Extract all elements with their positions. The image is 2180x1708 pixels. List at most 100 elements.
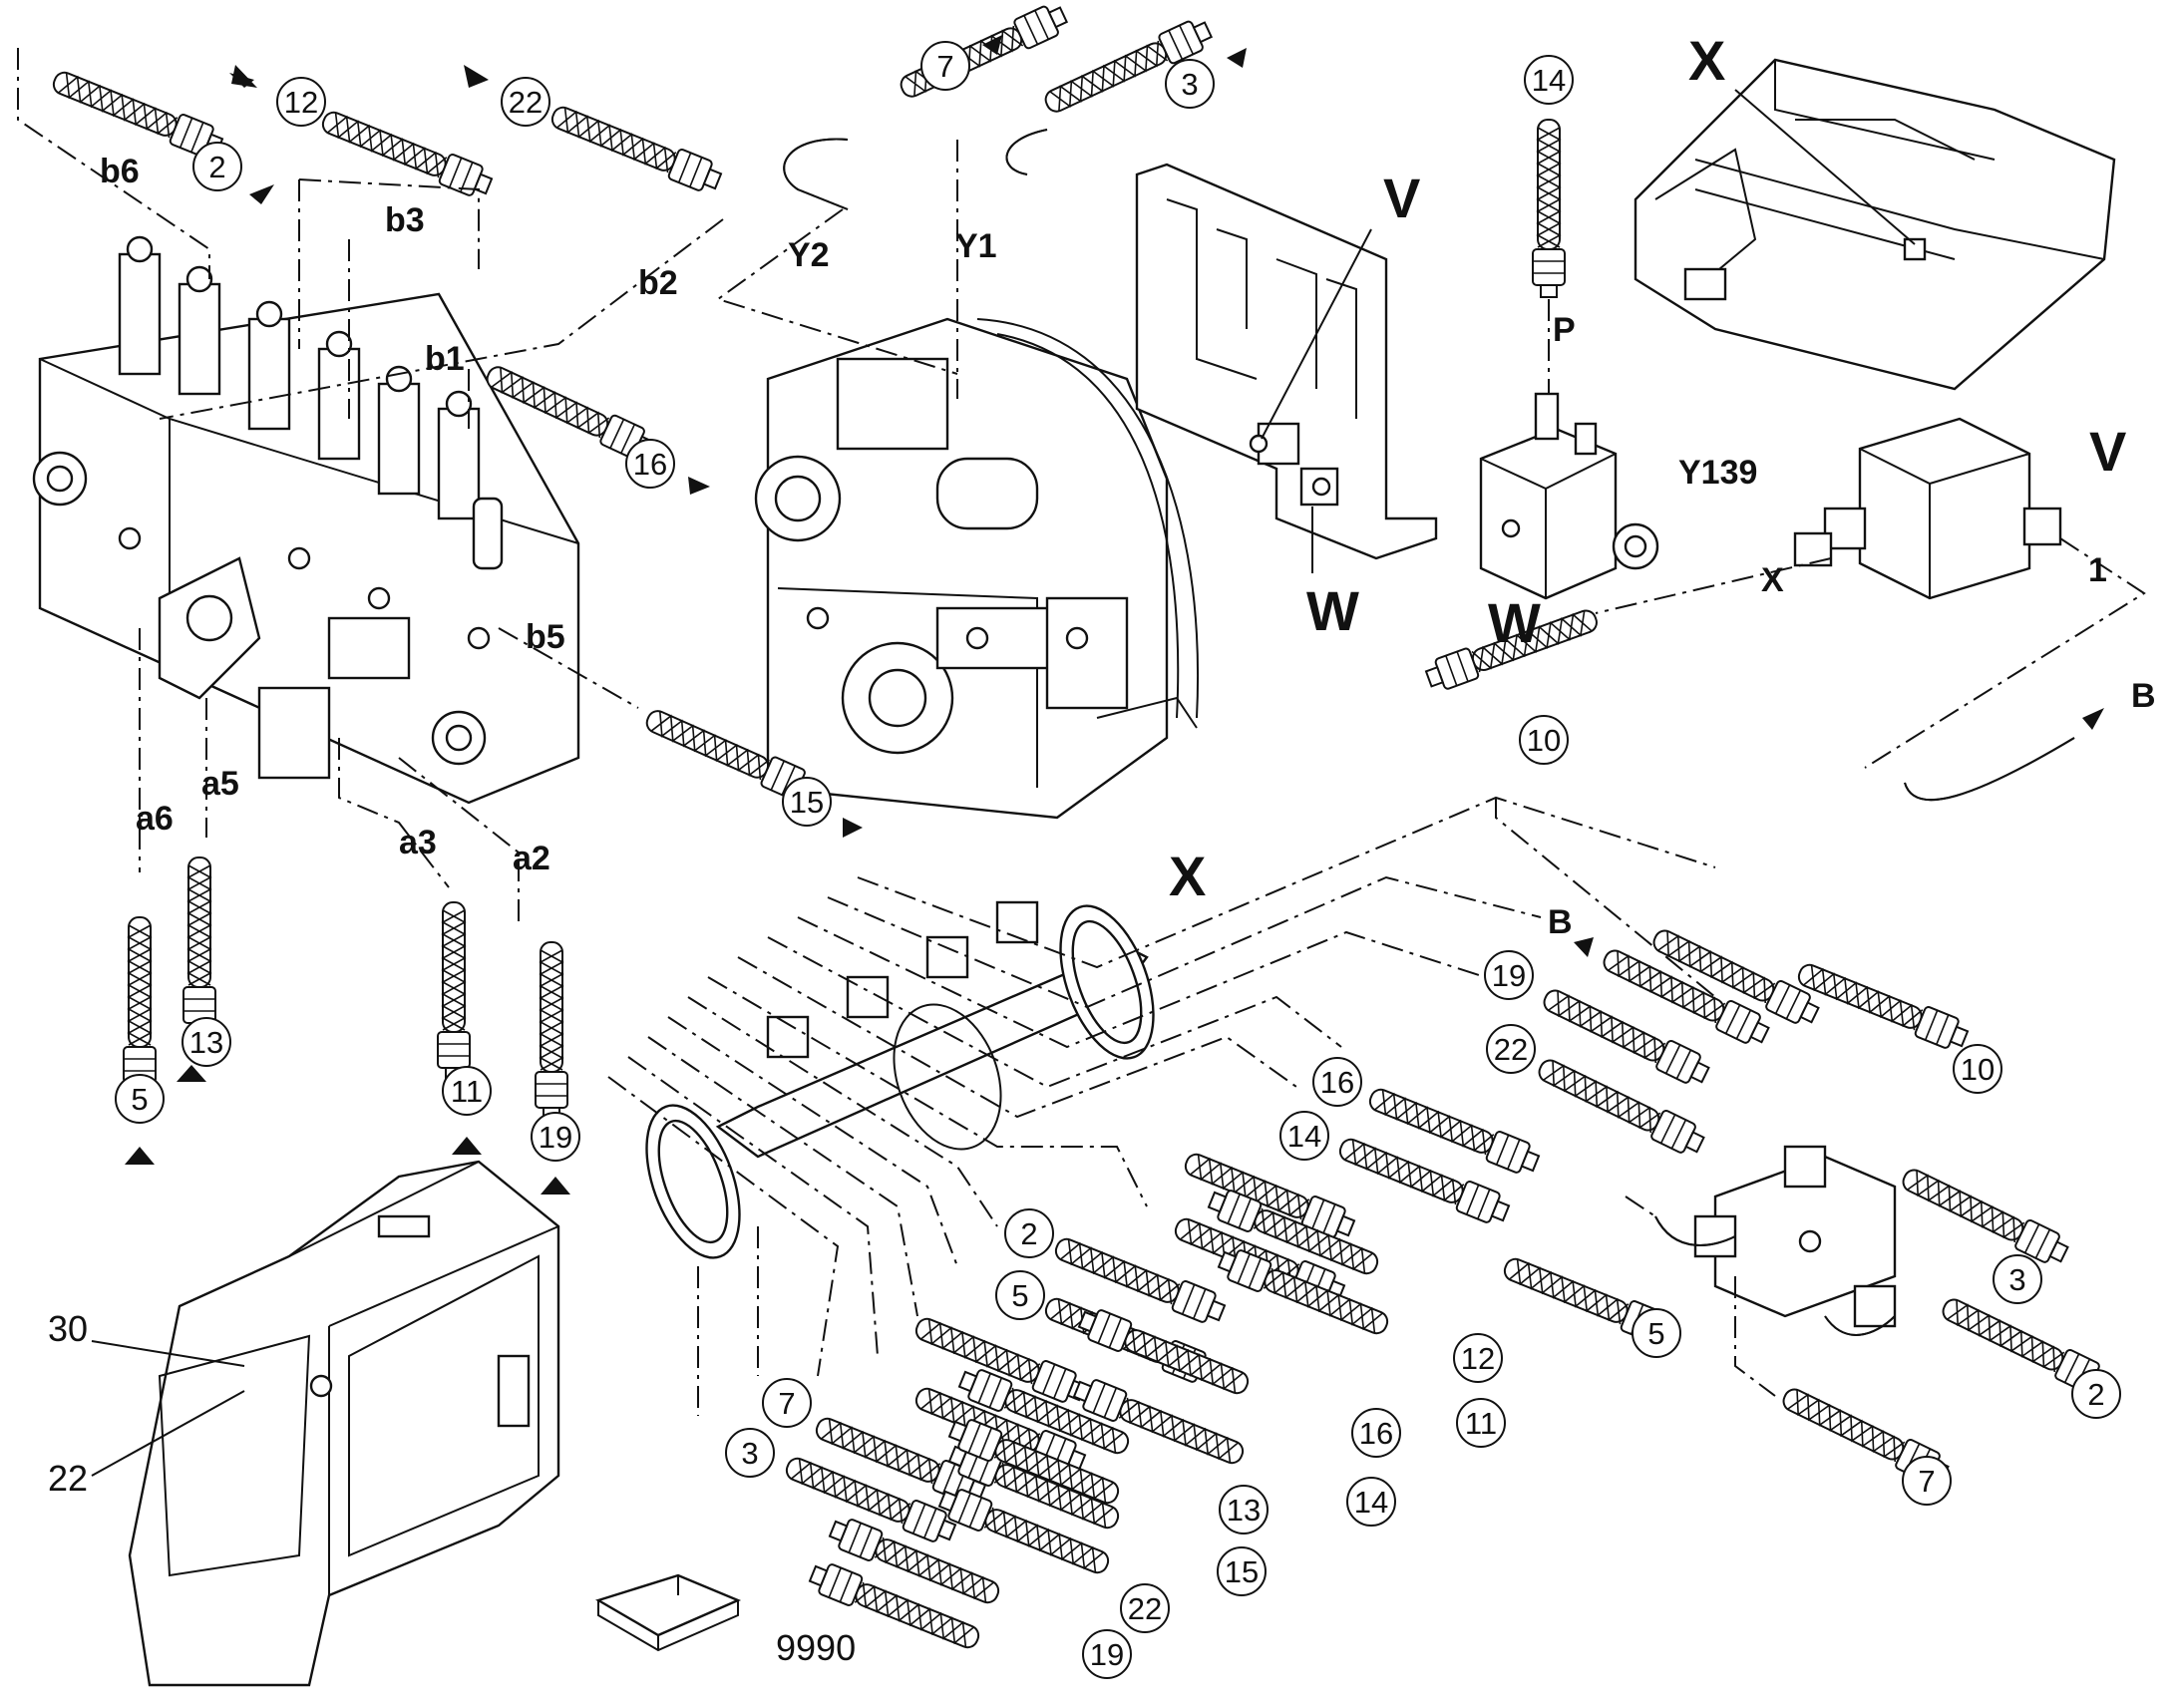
callout-19: 19 bbox=[531, 1112, 580, 1162]
callout-2: 2 bbox=[2071, 1369, 2121, 1419]
callout-number: 14 bbox=[1287, 1119, 1321, 1154]
callout-circle bbox=[276, 77, 326, 127]
line-label: b5 bbox=[526, 618, 565, 656]
callout-11: 11 bbox=[442, 1066, 492, 1116]
callout-14: 14 bbox=[1524, 55, 1574, 105]
callout-circle bbox=[625, 439, 675, 489]
callout-13: 13 bbox=[182, 1017, 231, 1067]
callout-3: 3 bbox=[1993, 1254, 2042, 1304]
callout-circle bbox=[1484, 950, 1534, 1000]
callout-circle bbox=[531, 1112, 580, 1162]
line-label: Y2 bbox=[788, 236, 830, 274]
y139-valve bbox=[1479, 392, 1659, 600]
callout-circle bbox=[1519, 715, 1569, 765]
callout-number: 3 bbox=[1181, 67, 1198, 102]
line-label: b6 bbox=[100, 153, 140, 190]
control-valve-block bbox=[32, 235, 580, 805]
callout-circle bbox=[1004, 1208, 1054, 1258]
line-label: a2 bbox=[513, 840, 550, 877]
x-bracket-assembly bbox=[645, 900, 1155, 1259]
callout-circle bbox=[1279, 1111, 1329, 1161]
callout-circle bbox=[1456, 1398, 1506, 1448]
callout-circle bbox=[1953, 1044, 2002, 1094]
callout-circle bbox=[1082, 1629, 1132, 1679]
callout-16: 16 bbox=[1312, 1057, 1362, 1107]
view-letter: W bbox=[1488, 591, 1541, 654]
callout-number: 16 bbox=[633, 447, 667, 482]
callout-22: 22 bbox=[501, 77, 550, 127]
manual-book bbox=[595, 1573, 742, 1652]
callout-number: 14 bbox=[1354, 1485, 1388, 1520]
callout-number: 14 bbox=[1532, 63, 1566, 98]
callout-number: 19 bbox=[1090, 1637, 1124, 1672]
line-label: b1 bbox=[425, 340, 465, 378]
callout-circle bbox=[115, 1074, 165, 1124]
callout-number: 12 bbox=[1461, 1341, 1495, 1376]
callout-number: 12 bbox=[284, 85, 318, 120]
callout-circle bbox=[501, 77, 550, 127]
callout-number: 7 bbox=[1918, 1464, 1935, 1499]
valve-bracket bbox=[1135, 163, 1438, 573]
callout-15: 15 bbox=[782, 777, 832, 827]
v-detail-block bbox=[1595, 417, 2146, 769]
callout-number: 2 bbox=[2087, 1377, 2104, 1412]
callout-15: 15 bbox=[1217, 1546, 1267, 1596]
callout-7: 7 bbox=[1902, 1456, 1952, 1506]
line-label: P bbox=[1553, 311, 1576, 349]
callout-circle bbox=[725, 1428, 775, 1478]
callout-circle bbox=[762, 1378, 812, 1428]
callout-circle bbox=[192, 142, 242, 191]
callout-number: 16 bbox=[1359, 1416, 1393, 1451]
callout-number: 11 bbox=[1465, 1406, 1497, 1441]
callout-5: 5 bbox=[1632, 1308, 1681, 1358]
elbow-hose-b bbox=[1904, 737, 2075, 802]
callout-number: 11 bbox=[451, 1074, 483, 1109]
callout-12: 12 bbox=[1453, 1333, 1503, 1383]
callout-circle bbox=[442, 1066, 492, 1116]
callout-number: 2 bbox=[1020, 1216, 1037, 1251]
operator-cab bbox=[91, 1160, 560, 1687]
callout-circle bbox=[1165, 59, 1215, 109]
callout-circle bbox=[1993, 1254, 2042, 1304]
callout-2: 2 bbox=[1004, 1208, 1054, 1258]
callout-circle bbox=[1219, 1485, 1269, 1535]
callout-number: 13 bbox=[1227, 1493, 1261, 1528]
callout-19: 19 bbox=[1484, 950, 1534, 1000]
view-letter: X bbox=[1688, 29, 1725, 92]
callout-number: 15 bbox=[1225, 1554, 1259, 1589]
callout-circle bbox=[920, 41, 970, 91]
callout-circle bbox=[1902, 1456, 1952, 1506]
callout-3: 3 bbox=[725, 1428, 775, 1478]
callout-circle bbox=[1486, 1024, 1536, 1074]
view-letter: W bbox=[1306, 579, 1359, 642]
callout-number: 16 bbox=[1320, 1065, 1354, 1100]
callout-5: 5 bbox=[115, 1074, 165, 1124]
callout-22: 22 bbox=[1486, 1024, 1536, 1074]
line-label: B bbox=[1548, 903, 1573, 941]
chassis-frame bbox=[1634, 58, 2116, 391]
part-number: 9990 bbox=[776, 1627, 856, 1668]
callout-circle bbox=[1217, 1546, 1267, 1596]
line-label: B bbox=[2131, 677, 2156, 715]
callout-number: 10 bbox=[1961, 1052, 1995, 1087]
callout-number: 19 bbox=[1492, 958, 1526, 993]
callout-circle bbox=[182, 1017, 231, 1067]
view-letter: V bbox=[1383, 167, 1420, 229]
callout-19: 19 bbox=[1082, 1629, 1132, 1679]
view-letter: X bbox=[1169, 845, 1206, 907]
callout-number: 5 bbox=[1647, 1316, 1664, 1351]
callout-14: 14 bbox=[1279, 1111, 1329, 1161]
part-number: 30 bbox=[48, 1308, 88, 1349]
callout-circle bbox=[1453, 1333, 1503, 1383]
callout-5: 5 bbox=[995, 1270, 1045, 1320]
callout-number: 22 bbox=[509, 85, 543, 120]
callout-10: 10 bbox=[1953, 1044, 2002, 1094]
callout-number: 3 bbox=[2008, 1262, 2025, 1297]
callout-circle bbox=[782, 777, 832, 827]
callout-number: 7 bbox=[778, 1386, 795, 1421]
callout-number: 3 bbox=[741, 1436, 758, 1471]
callout-number: 15 bbox=[790, 785, 824, 820]
